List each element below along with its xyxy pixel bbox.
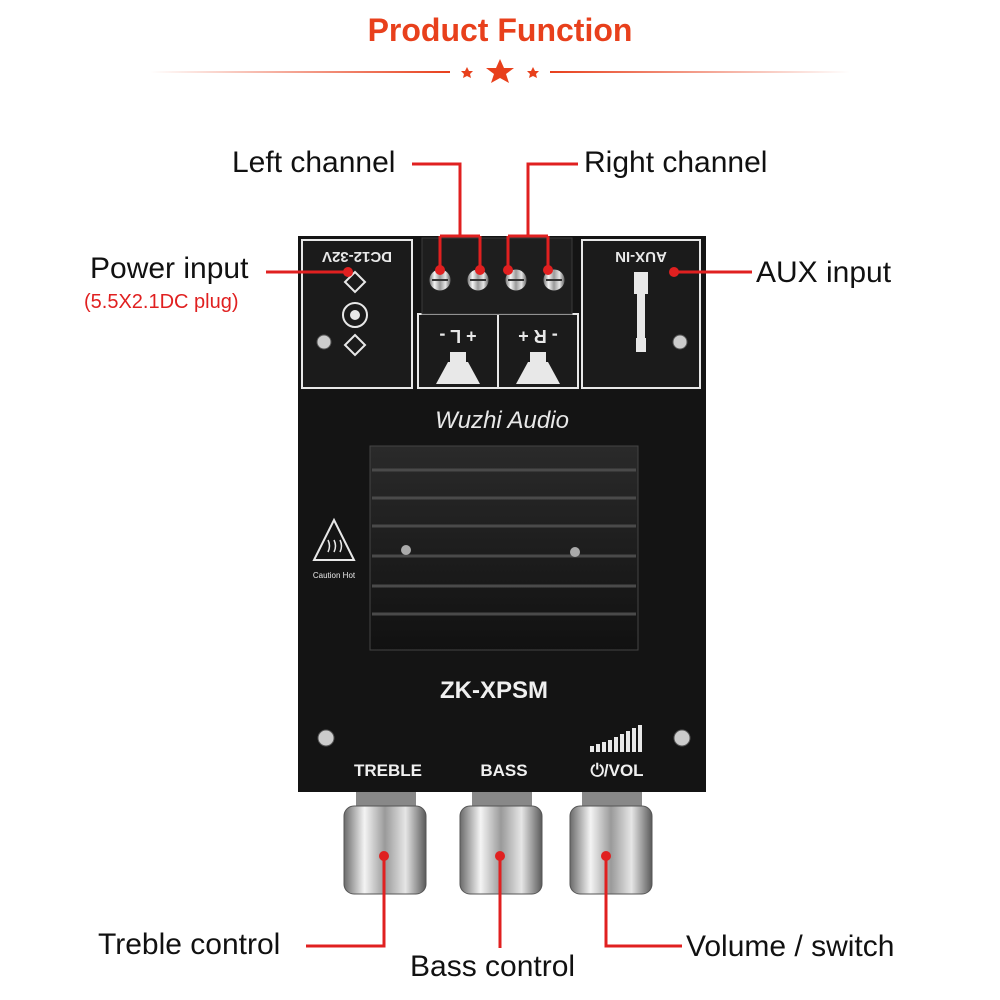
mount-screw-icon — [672, 334, 688, 350]
left-channel-label: Left channel — [232, 146, 396, 179]
caution-hot-icon: Caution Hot — [312, 517, 356, 580]
left-speaker-label: + L - — [439, 326, 476, 346]
model-number: ZK-XPSM — [440, 677, 548, 704]
star-icon — [486, 59, 514, 83]
aux-plug-icon — [634, 272, 648, 352]
volume-knob — [569, 792, 653, 895]
power-input-note: (5.5X2.1DC plug) — [84, 291, 239, 313]
power-voltage-label: DC12-32V — [322, 248, 392, 265]
divider-line-left — [150, 71, 450, 73]
treble-knob — [343, 792, 427, 895]
aux-input-label: AUX input — [756, 256, 892, 289]
treble-knob-label: TREBLE — [354, 761, 422, 780]
page-title: Product Function — [367, 12, 633, 48]
heatsink-fins — [372, 468, 636, 616]
small-star-icon-left — [461, 67, 473, 78]
brand-logo: Wuzhi Audio — [435, 407, 569, 434]
title-divider — [150, 59, 850, 83]
heatsink-screw-icon — [570, 547, 580, 557]
terminal-screws — [428, 268, 566, 292]
speaker-icon — [436, 352, 560, 384]
volume-level-icon — [590, 725, 642, 752]
power-input-label: Power input — [90, 252, 249, 285]
aux-in-label: AUX-IN — [615, 248, 667, 265]
callout-lines — [266, 162, 752, 948]
caution-hot-label: Caution Hot — [313, 571, 356, 580]
small-star-icon-right — [527, 67, 539, 78]
mount-screw-icon — [673, 729, 691, 747]
heatsink-screw-icon — [401, 545, 411, 555]
right-channel-label: Right channel — [584, 146, 768, 179]
treble-control-label: Treble control — [98, 928, 281, 961]
mount-screw-icon — [317, 729, 335, 747]
bass-knob-label: BASS — [480, 761, 527, 780]
volume-switch-label: Volume / switch — [686, 930, 895, 963]
callout-dots — [343, 265, 679, 861]
mount-screw-icon — [316, 334, 332, 350]
volume-knob-label: ⏻/VOL — [590, 761, 643, 780]
dc-jack-icon — [342, 270, 368, 357]
bass-control-label: Bass control — [410, 950, 576, 983]
right-speaker-label: - R + — [518, 326, 558, 346]
heatsink — [369, 445, 639, 651]
divider-line-right — [550, 71, 850, 73]
